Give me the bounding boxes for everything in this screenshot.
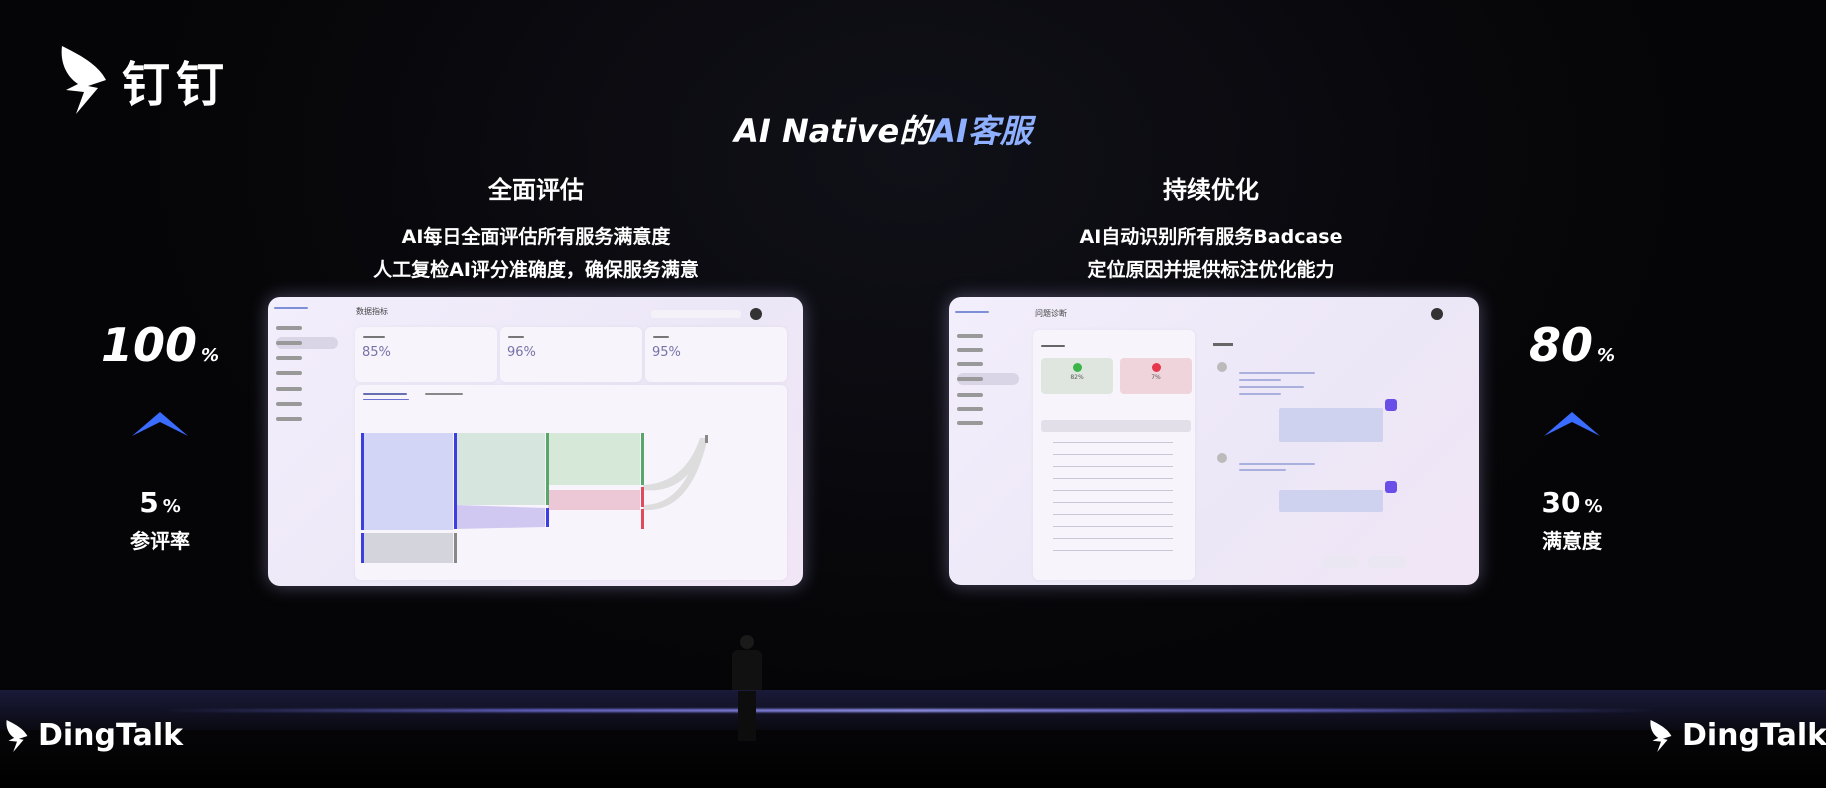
table-header bbox=[1041, 420, 1191, 432]
user-avatar bbox=[1217, 453, 1227, 463]
right-screen-diagnosis: 问题诊断 82% 7% bbox=[949, 297, 1479, 585]
sidebar-item[interactable] bbox=[957, 389, 1019, 401]
wing-icon bbox=[6, 719, 28, 752]
stat-value: 82% bbox=[1070, 374, 1084, 381]
bot-avatar bbox=[1385, 481, 1397, 493]
right-heading: 持续优化 bbox=[1163, 176, 1259, 204]
bot-avatar bbox=[1385, 399, 1397, 411]
tab-active[interactable] bbox=[363, 393, 407, 395]
metric-card: 85% bbox=[355, 327, 497, 382]
avatar[interactable] bbox=[750, 308, 762, 320]
left-stats: 100% 5% 参评率 bbox=[80, 318, 240, 554]
check-icon bbox=[1072, 363, 1082, 372]
sidebar-item[interactable] bbox=[957, 403, 1019, 415]
left-stat-label: 参评率 bbox=[130, 529, 190, 553]
stat-card-good: 82% bbox=[1041, 358, 1113, 394]
chevron-up-icon bbox=[132, 412, 188, 436]
sidebar-item[interactable] bbox=[276, 413, 338, 425]
stat-value: 7% bbox=[1151, 374, 1161, 381]
sidebar-item[interactable] bbox=[276, 367, 338, 379]
dingtalk-logo: 钉钉 bbox=[58, 44, 230, 116]
logo-text: 钉钉 bbox=[122, 57, 231, 113]
metric-card: 96% bbox=[500, 327, 642, 382]
right-stats: 80% 30% 满意度 bbox=[1492, 318, 1652, 554]
issue-panel: 82% 7% bbox=[1033, 330, 1195, 580]
avatar[interactable] bbox=[1431, 308, 1443, 320]
right-to-value: 80% bbox=[1528, 318, 1616, 372]
right-section: 持续优化 AI自动识别所有服务Badcase 定位原因并提供标注优化能力 bbox=[961, 170, 1461, 287]
metric-value: 96% bbox=[507, 345, 536, 360]
left-from-value: 5% bbox=[139, 486, 181, 519]
date-range-picker[interactable] bbox=[651, 310, 741, 318]
wing-icon bbox=[1650, 719, 1672, 752]
bot-message bbox=[1279, 408, 1383, 442]
sidebar-item[interactable] bbox=[276, 322, 338, 334]
check-icon bbox=[1151, 363, 1161, 372]
left-section: 全面评估 AI每日全面评估所有服务满意度 人工复检AI评分准确度，确保服务满意 bbox=[286, 170, 786, 287]
left-line: AI每日全面评估所有服务满意度 bbox=[401, 226, 671, 248]
stat-card-bad: 7% bbox=[1120, 358, 1192, 394]
sidebar-item-selected[interactable] bbox=[957, 373, 1019, 385]
sidebar-item[interactable] bbox=[276, 352, 338, 364]
presenter bbox=[730, 635, 764, 743]
metric-value: 95% bbox=[652, 345, 681, 360]
sidebar-item-selected[interactable] bbox=[276, 337, 338, 349]
audience bbox=[0, 740, 1826, 788]
sidebar-item[interactable] bbox=[957, 358, 1019, 370]
title-part2: AI客服 bbox=[931, 112, 1032, 150]
chevron-up-icon bbox=[1544, 412, 1600, 436]
left-line: 人工复检AI评分准确度，确保服务满意 bbox=[373, 259, 699, 281]
prev-button[interactable] bbox=[1321, 556, 1359, 568]
metric-card: 95% bbox=[645, 327, 787, 382]
stage-light bbox=[160, 709, 1660, 712]
dingtalk-footer-logo-left: DingTalk bbox=[2, 718, 183, 753]
sidebar-item[interactable] bbox=[957, 344, 1019, 356]
page-title: 数据指标 bbox=[356, 307, 388, 316]
app-logo bbox=[274, 307, 308, 309]
right-line: 定位原因并提供标注优化能力 bbox=[1087, 259, 1335, 281]
next-button[interactable] bbox=[1367, 556, 1407, 568]
right-from-value: 30% bbox=[1541, 486, 1603, 519]
wing-icon bbox=[61, 46, 106, 114]
app-logo bbox=[955, 311, 989, 313]
left-screen-dashboard: 数据指标 85% 96% 95% bbox=[268, 297, 803, 586]
sidebar-item[interactable] bbox=[276, 383, 338, 395]
sidebar-item[interactable] bbox=[957, 417, 1019, 429]
slide-title: AI Native的AI客服 bbox=[0, 106, 1766, 152]
chat-title bbox=[1213, 343, 1233, 346]
dingtalk-footer-logo-right: DingTalk bbox=[1646, 718, 1826, 753]
sidebar bbox=[268, 297, 346, 586]
right-line: AI自动识别所有服务Badcase bbox=[1079, 226, 1343, 248]
bot-message bbox=[1279, 490, 1383, 512]
tab[interactable] bbox=[425, 393, 463, 395]
sidebar-item[interactable] bbox=[276, 398, 338, 410]
left-heading: 全面评估 bbox=[488, 176, 584, 204]
right-stat-label: 满意度 bbox=[1542, 529, 1602, 553]
page-title: 问题诊断 bbox=[1035, 309, 1067, 318]
sankey-panel bbox=[355, 385, 787, 580]
user-avatar bbox=[1217, 362, 1227, 372]
sidebar bbox=[949, 297, 1027, 585]
sidebar-item[interactable] bbox=[957, 330, 1019, 342]
sankey-diagram bbox=[361, 433, 708, 563]
title-part1: AI Native的 bbox=[734, 112, 932, 150]
left-to-value: 100% bbox=[100, 318, 220, 372]
metric-value: 85% bbox=[362, 345, 391, 360]
